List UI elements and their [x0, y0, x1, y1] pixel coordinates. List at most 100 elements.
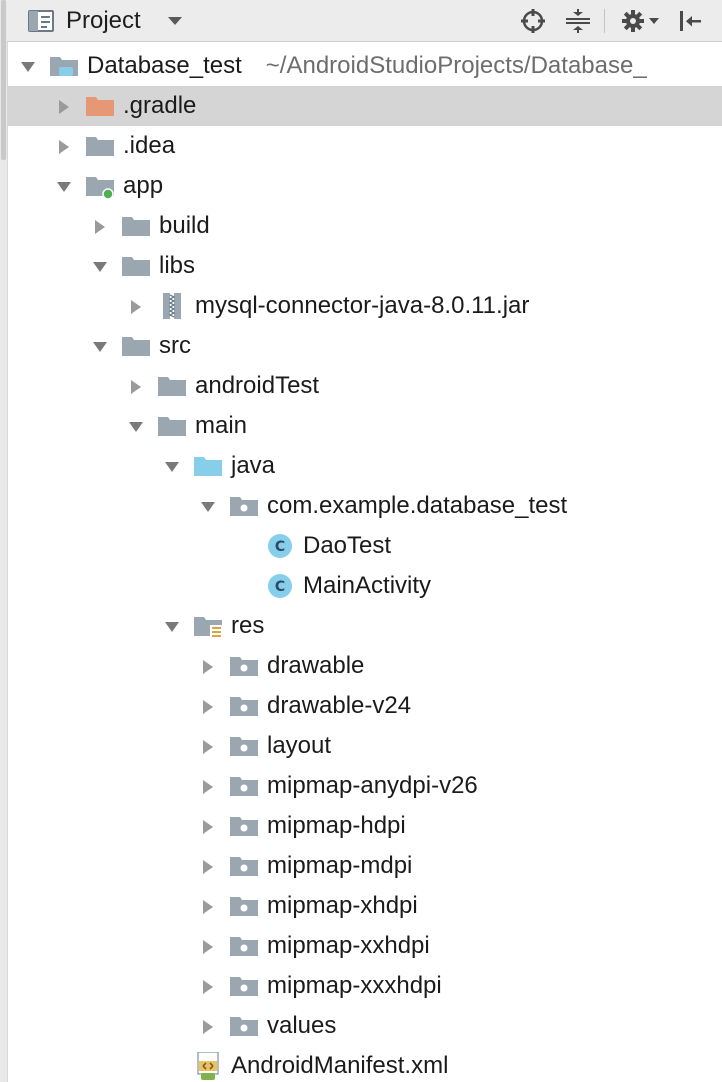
tree-row[interactable]: C MainActivity [7, 566, 722, 606]
tree-node-name: main [195, 412, 248, 439]
chevron-right-icon[interactable] [199, 979, 217, 995]
chevron-down-icon[interactable] [163, 619, 181, 635]
tree-row-label: build [159, 211, 210, 241]
tree-node-name: DaoTest [303, 532, 392, 559]
tree-node-name: mysql-connector-java-8.0.11.jar [195, 292, 530, 319]
tree-row-label: .idea [123, 131, 175, 161]
tree-node-name: build [159, 212, 210, 239]
tree-row[interactable]: com.example.database_test [7, 486, 722, 526]
chevron-right-icon[interactable] [199, 1019, 217, 1035]
header-separator [604, 9, 605, 33]
folder-icon [121, 332, 151, 360]
tree-row[interactable]: mipmap-hdpi [7, 806, 722, 846]
chevron-down-icon[interactable] [163, 459, 181, 475]
tree-row[interactable]: Database_test~/AndroidStudioProjects/Dat… [7, 46, 722, 86]
chevron-right-icon[interactable] [55, 99, 73, 115]
tree-row[interactable]: build [7, 206, 722, 246]
class-icon: C [265, 572, 295, 600]
tree-node-name: mipmap-hdpi [267, 812, 406, 839]
tree-node-name: mipmap-xxxhdpi [267, 972, 442, 999]
module-folder-icon [85, 172, 115, 200]
tree-row[interactable]: .idea [7, 126, 722, 166]
tree-row[interactable]: main [7, 406, 722, 446]
collapse-all-icon[interactable] [563, 7, 593, 35]
chevron-down-icon[interactable] [127, 419, 145, 435]
folder-icon [85, 132, 115, 160]
chevron-right-icon[interactable] [91, 219, 109, 235]
tree-row[interactable]: drawable-v24 [7, 686, 722, 726]
tree-row[interactable]: androidTest [7, 366, 722, 406]
tree-row[interactable]: mipmap-mdpi [7, 846, 722, 886]
folder-icon [121, 252, 151, 280]
package-icon [229, 492, 259, 520]
tree-row[interactable]: mipmap-xhdpi [7, 886, 722, 926]
package-icon [229, 972, 259, 1000]
tree-node-name: mipmap-xhdpi [267, 892, 418, 919]
chevron-down-icon[interactable] [91, 339, 109, 355]
tree-row[interactable]: AndroidManifest.xml [7, 1046, 722, 1082]
chevron-down-icon[interactable] [19, 59, 37, 75]
source-folder-icon [193, 452, 223, 480]
tree-row[interactable]: layout [7, 726, 722, 766]
tree-row[interactable]: java [7, 446, 722, 486]
chevron-right-icon[interactable] [199, 739, 217, 755]
tree-row-label: layout [267, 731, 331, 761]
chevron-down-icon[interactable] [91, 259, 109, 275]
tree-node-name: AndroidManifest.xml [231, 1052, 449, 1079]
tree-row-label: app [123, 171, 163, 201]
chevron-down-icon[interactable] [199, 499, 217, 515]
package-icon [229, 1012, 259, 1040]
chevron-right-icon[interactable] [199, 659, 217, 675]
chevron-right-icon[interactable] [199, 819, 217, 835]
tree-node-name: src [159, 332, 191, 359]
excluded-folder-icon [85, 92, 115, 120]
tree-row[interactable]: mysql-connector-java-8.0.11.jar [7, 286, 722, 326]
chevron-down-icon[interactable] [55, 179, 73, 195]
tree-row[interactable]: values [7, 1006, 722, 1046]
tree-row[interactable]: src [7, 326, 722, 366]
tree-row[interactable]: mipmap-anydpi-v26 [7, 766, 722, 806]
project-view-icon [28, 10, 54, 32]
tree-row[interactable]: drawable [7, 646, 722, 686]
tree-row[interactable]: libs [7, 246, 722, 286]
project-view-title[interactable]: Project [66, 7, 141, 34]
folder-icon [157, 412, 187, 440]
tree-row[interactable]: res [7, 606, 722, 646]
package-icon [229, 852, 259, 880]
gear-icon[interactable] [619, 7, 663, 35]
chevron-right-icon[interactable] [199, 699, 217, 715]
tree-row-label: res [231, 611, 264, 641]
tree-row-label: AndroidManifest.xml [231, 1051, 448, 1081]
tree-node-name: drawable-v24 [267, 692, 412, 719]
tree-row[interactable]: mipmap-xxxhdpi [7, 966, 722, 1006]
chevron-down-icon[interactable] [165, 14, 185, 28]
chevron-right-icon[interactable] [127, 299, 145, 315]
tree-node-name: app [123, 172, 164, 199]
chevron-right-icon[interactable] [199, 899, 217, 915]
chevron-right-icon[interactable] [55, 139, 73, 155]
manifest-file-icon [193, 1051, 223, 1080]
tree-node-name: mipmap-mdpi [267, 852, 413, 879]
project-panel-header: Project [7, 0, 722, 42]
tree-row-label: main [195, 411, 247, 441]
crosshair-icon[interactable] [518, 7, 548, 35]
tree-row-label: mipmap-anydpi-v26 [267, 771, 478, 801]
svg-text:C: C [275, 539, 285, 555]
hide-panel-icon[interactable] [675, 7, 705, 35]
chevron-right-icon[interactable] [127, 379, 145, 395]
tree-row-label: mipmap-hdpi [267, 811, 406, 841]
chevron-right-icon[interactable] [199, 859, 217, 875]
tree-node-name: libs [159, 252, 196, 279]
tree-row-label: mipmap-xxxhdpi [267, 971, 442, 1001]
tree-node-name: MainActivity [303, 572, 432, 599]
tree-row[interactable]: mipmap-xxhdpi [7, 926, 722, 966]
tree-node-path: ~/AndroidStudioProjects/Database_ [265, 52, 647, 79]
tree-row[interactable]: app [7, 166, 722, 206]
chevron-right-icon[interactable] [199, 779, 217, 795]
package-icon [229, 812, 259, 840]
tree-row[interactable]: C DaoTest [7, 526, 722, 566]
package-icon [229, 772, 259, 800]
tree-row[interactable]: .gradle [7, 86, 722, 126]
tree-row-label: mipmap-xhdpi [267, 891, 418, 921]
chevron-right-icon[interactable] [199, 939, 217, 955]
